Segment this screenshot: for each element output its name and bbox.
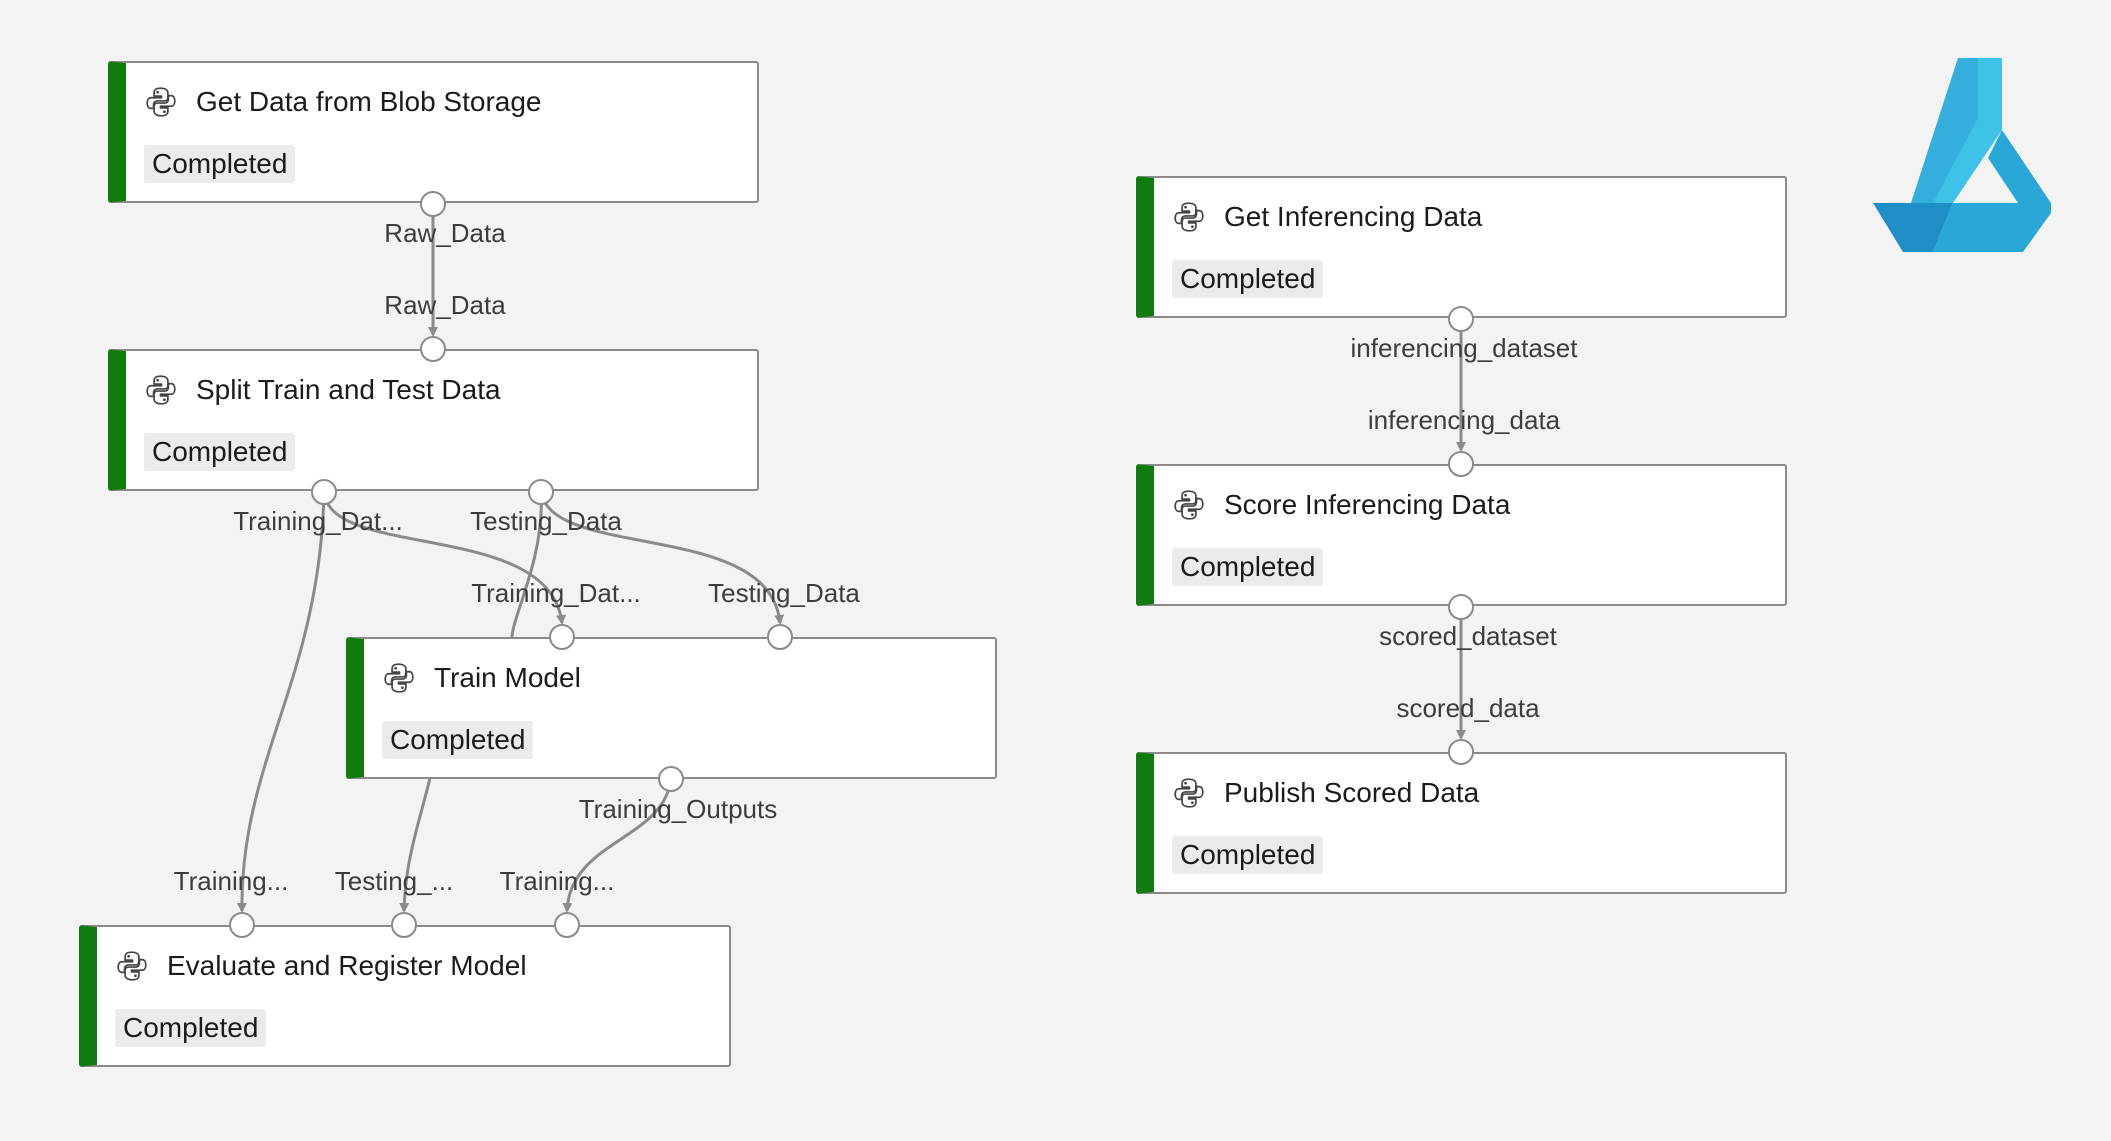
port-label: Raw_Data xyxy=(384,218,506,248)
edge-split-training-to-train xyxy=(322,491,567,625)
python-icon xyxy=(1172,200,1206,234)
input-port-testing-data[interactable] xyxy=(767,624,793,650)
input-port-scored-data[interactable] xyxy=(1448,739,1474,765)
output-port-training-outputs[interactable] xyxy=(658,766,684,792)
port-label: Testing_... xyxy=(334,866,454,896)
module-train-model[interactable]: Train Model Completed xyxy=(346,637,997,779)
port-label: Training_Outputs xyxy=(578,794,778,824)
output-port-scored-dataset[interactable] xyxy=(1448,594,1474,620)
input-port-eval-training[interactable] xyxy=(229,912,255,938)
status-badge: Completed xyxy=(1172,836,1324,874)
module-title: Get Inferencing Data xyxy=(1224,201,1483,232)
port-label: Training_Dat... xyxy=(471,578,641,608)
port-label: Testing_Data xyxy=(708,578,860,608)
output-port-inferencing-dataset[interactable] xyxy=(1448,306,1474,332)
port-label: scored_data xyxy=(1396,693,1540,723)
edge-split-testing-to-train xyxy=(539,491,785,625)
port-label: Testing_Data xyxy=(470,506,622,536)
port-label: scored_dataset xyxy=(1379,621,1557,651)
status-badge: Completed xyxy=(1172,548,1324,586)
python-icon xyxy=(115,949,149,983)
module-evaluate-and-register-model[interactable]: Evaluate and Register Model Completed xyxy=(79,925,731,1067)
output-port-training-data[interactable] xyxy=(311,479,337,505)
status-badge: Completed xyxy=(115,1009,267,1047)
port-label: Training... xyxy=(499,866,615,896)
python-icon xyxy=(1172,776,1206,810)
input-port-eval-testing[interactable] xyxy=(391,912,417,938)
port-label: Training... xyxy=(173,866,289,896)
input-port-training-data[interactable] xyxy=(549,624,575,650)
output-port-raw-data[interactable] xyxy=(420,191,446,217)
module-title: Score Inferencing Data xyxy=(1224,489,1511,520)
module-get-inferencing-data[interactable]: Get Inferencing Data Completed xyxy=(1136,176,1787,318)
status-badge: Completed xyxy=(382,721,534,759)
python-icon xyxy=(1172,488,1206,522)
status-badge: Completed xyxy=(144,145,296,183)
input-port-eval-outputs[interactable] xyxy=(554,912,580,938)
azure-machine-learning-logo xyxy=(1873,58,2051,252)
port-label: inferencing_data xyxy=(1367,405,1561,435)
status-badge: Completed xyxy=(144,433,296,471)
port-label: Raw_Data xyxy=(384,290,506,320)
port-label: inferencing_dataset xyxy=(1350,333,1578,363)
status-badge: Completed xyxy=(1172,260,1324,298)
module-split-train-and-test-data[interactable]: Split Train and Test Data Completed xyxy=(108,349,759,491)
module-title: Evaluate and Register Model xyxy=(167,950,527,981)
output-port-testing-data[interactable] xyxy=(528,479,554,505)
python-icon xyxy=(382,661,416,695)
module-title: Get Data from Blob Storage xyxy=(196,86,542,117)
edge-split-training-to-evaluate xyxy=(236,491,326,913)
input-port-inferencing-data[interactable] xyxy=(1448,451,1474,477)
module-score-inferencing-data[interactable]: Score Inferencing Data Completed xyxy=(1136,464,1787,606)
port-label: Training_Dat... xyxy=(233,506,403,536)
input-port-raw-data[interactable] xyxy=(420,336,446,362)
edge-split-testing-to-evaluate xyxy=(404,491,543,911)
module-publish-scored-data[interactable]: Publish Scored Data Completed xyxy=(1136,752,1787,894)
module-title: Train Model xyxy=(434,662,581,693)
edge-train-outputs-to-evaluate xyxy=(562,777,673,913)
module-get-data-from-blob-storage[interactable]: Get Data from Blob Storage Completed xyxy=(108,61,759,203)
module-title: Publish Scored Data xyxy=(1224,777,1480,808)
python-icon xyxy=(144,85,178,119)
python-icon xyxy=(144,373,178,407)
module-title: Split Train and Test Data xyxy=(196,374,501,405)
